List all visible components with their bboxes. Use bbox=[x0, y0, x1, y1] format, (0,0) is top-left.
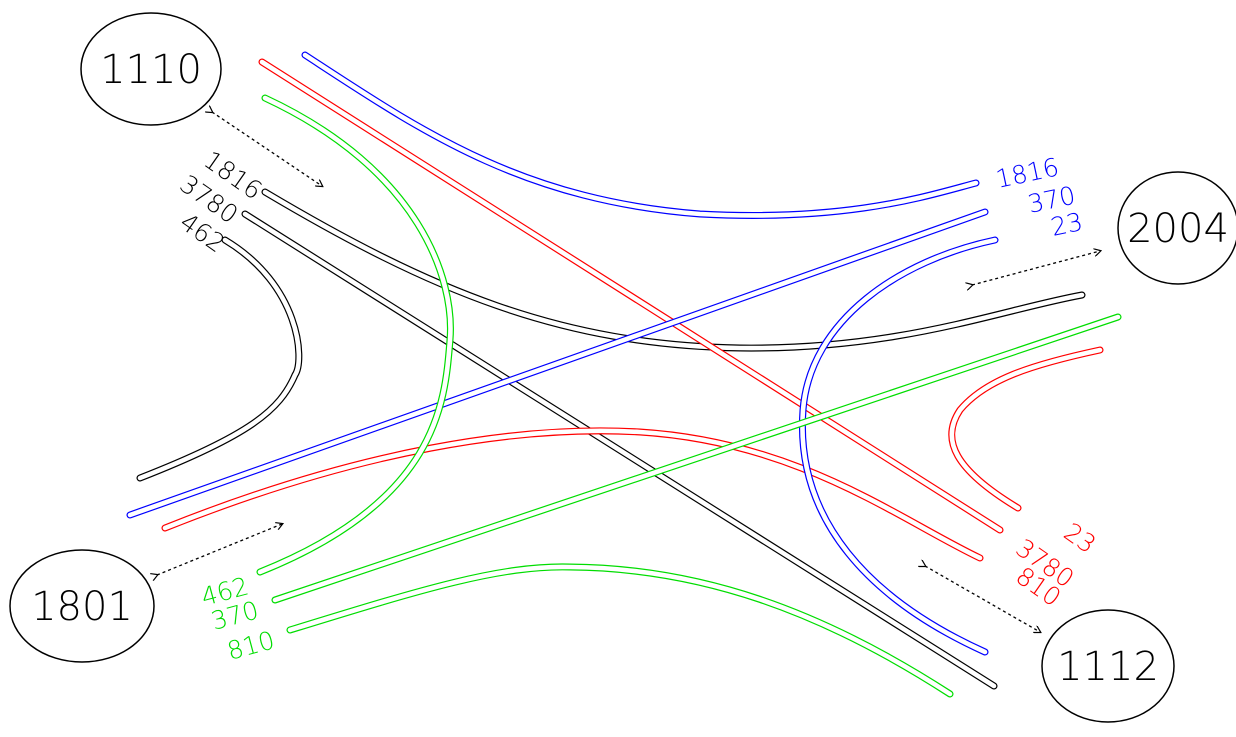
ramp-red-nw-to-se bbox=[258, 58, 1004, 534]
flow-arrow-ne bbox=[972, 251, 1100, 285]
volume-labels-se: 23 3780 810 bbox=[1011, 517, 1102, 612]
ramp-red-ne-to-se bbox=[948, 346, 1104, 512]
ramp-green-nw-to-sw bbox=[256, 94, 454, 576]
flow-arrow-nw bbox=[212, 112, 322, 186]
svg-text:1110: 1110 bbox=[100, 47, 202, 93]
ramp-green-sw-to-se bbox=[286, 563, 954, 698]
ramp-blue-nw-to-ne bbox=[301, 51, 980, 219]
flow-arrow-sw bbox=[157, 524, 282, 575]
ramp-red-sw-to-se bbox=[161, 427, 984, 562]
ramp-black-nw-to-se bbox=[241, 210, 998, 690]
volume-labels-sw: 462 370 810 bbox=[198, 571, 278, 665]
volume-label: 23 bbox=[1048, 207, 1085, 242]
node-1801: 1801 bbox=[9, 549, 155, 663]
node-1112: 1112 bbox=[1041, 609, 1175, 723]
volume-labels-ne: 1816 370 23 bbox=[993, 152, 1085, 242]
ramp-blue-sw-to-ne bbox=[126, 208, 989, 519]
svg-text:1801: 1801 bbox=[31, 584, 133, 630]
volume-label: 810 bbox=[224, 625, 278, 665]
volume-label: 23 bbox=[1059, 517, 1102, 559]
ramp-black-nw-to-sw bbox=[136, 236, 303, 482]
svg-text:2004: 2004 bbox=[1127, 206, 1229, 252]
svg-text:1112: 1112 bbox=[1057, 644, 1159, 690]
node-1110: 1110 bbox=[80, 12, 222, 126]
node-2004: 2004 bbox=[1117, 171, 1236, 285]
ramp-blue-ne-to-se bbox=[798, 236, 999, 656]
flow-arrow-se bbox=[925, 566, 1040, 632]
ramp-green-sw-to-ne bbox=[271, 313, 1122, 604]
volume-labels-nw: 1816 3780 462 bbox=[175, 145, 268, 258]
